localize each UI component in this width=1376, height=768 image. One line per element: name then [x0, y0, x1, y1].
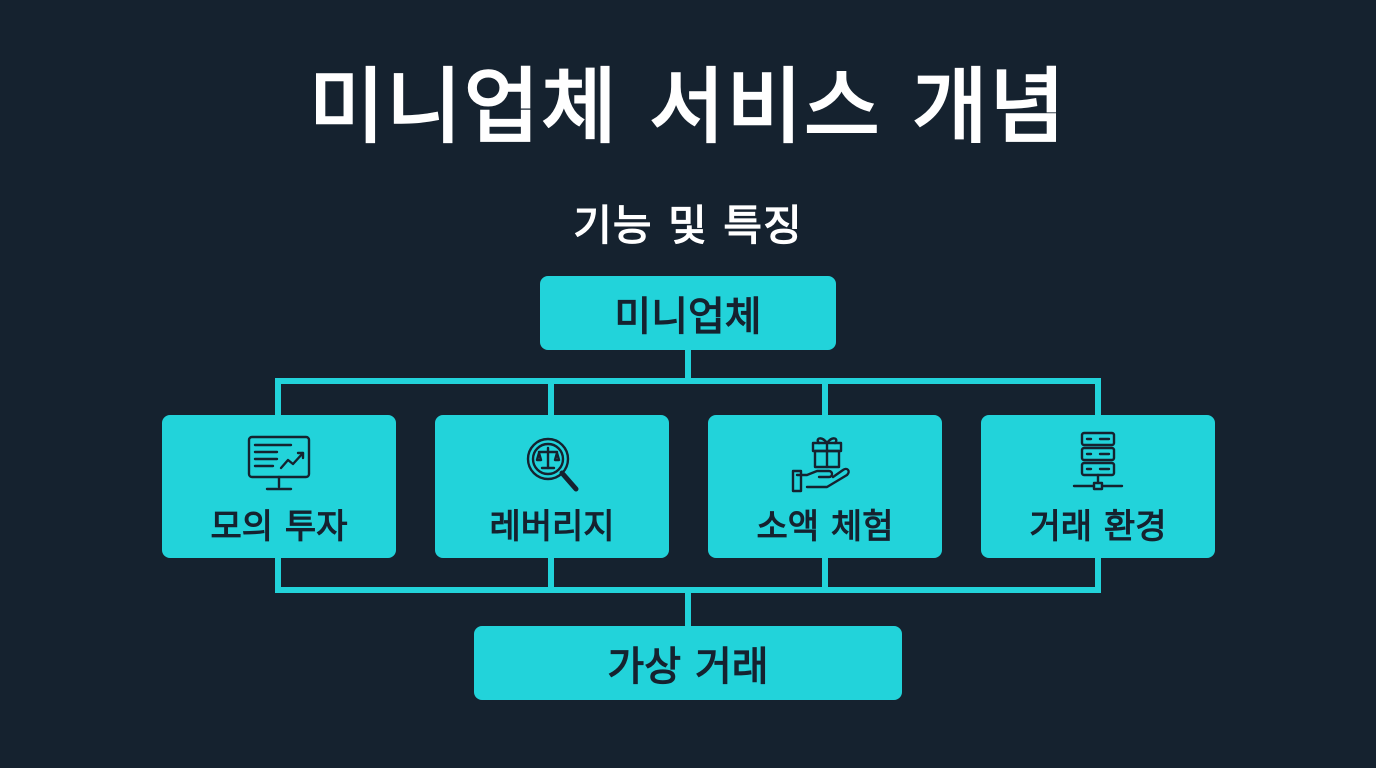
section-subtitle: 기능 및 특징 [573, 201, 803, 250]
feature-node-small-experience: 소액 체험 [708, 415, 942, 558]
page-title: 미니업체 서비스 개념 [308, 60, 1068, 155]
feature-label: 소액 체험 [756, 507, 894, 547]
feature-label: 거래 환경 [1029, 507, 1167, 547]
feature-label: 레버리지 [489, 507, 615, 547]
root-node-label: 미니업체 [614, 294, 762, 340]
root-node-box: 미니업체 [540, 276, 836, 350]
hand-gift-icon [789, 431, 861, 497]
feature-node-trading-environment: 거래 환경 [981, 415, 1215, 558]
bottom-node-label: 가상 거래 [607, 644, 769, 690]
feature-node-mock-investment: 모의 투자 [162, 415, 396, 558]
feature-label: 모의 투자 [210, 507, 348, 547]
feature-node-leverage: 레버리지 [435, 415, 669, 558]
bottom-node-box: 가상 거래 [474, 626, 902, 700]
monitor-chart-icon [243, 431, 315, 497]
magnifier-scale-icon [516, 431, 588, 497]
server-network-icon [1062, 431, 1134, 497]
